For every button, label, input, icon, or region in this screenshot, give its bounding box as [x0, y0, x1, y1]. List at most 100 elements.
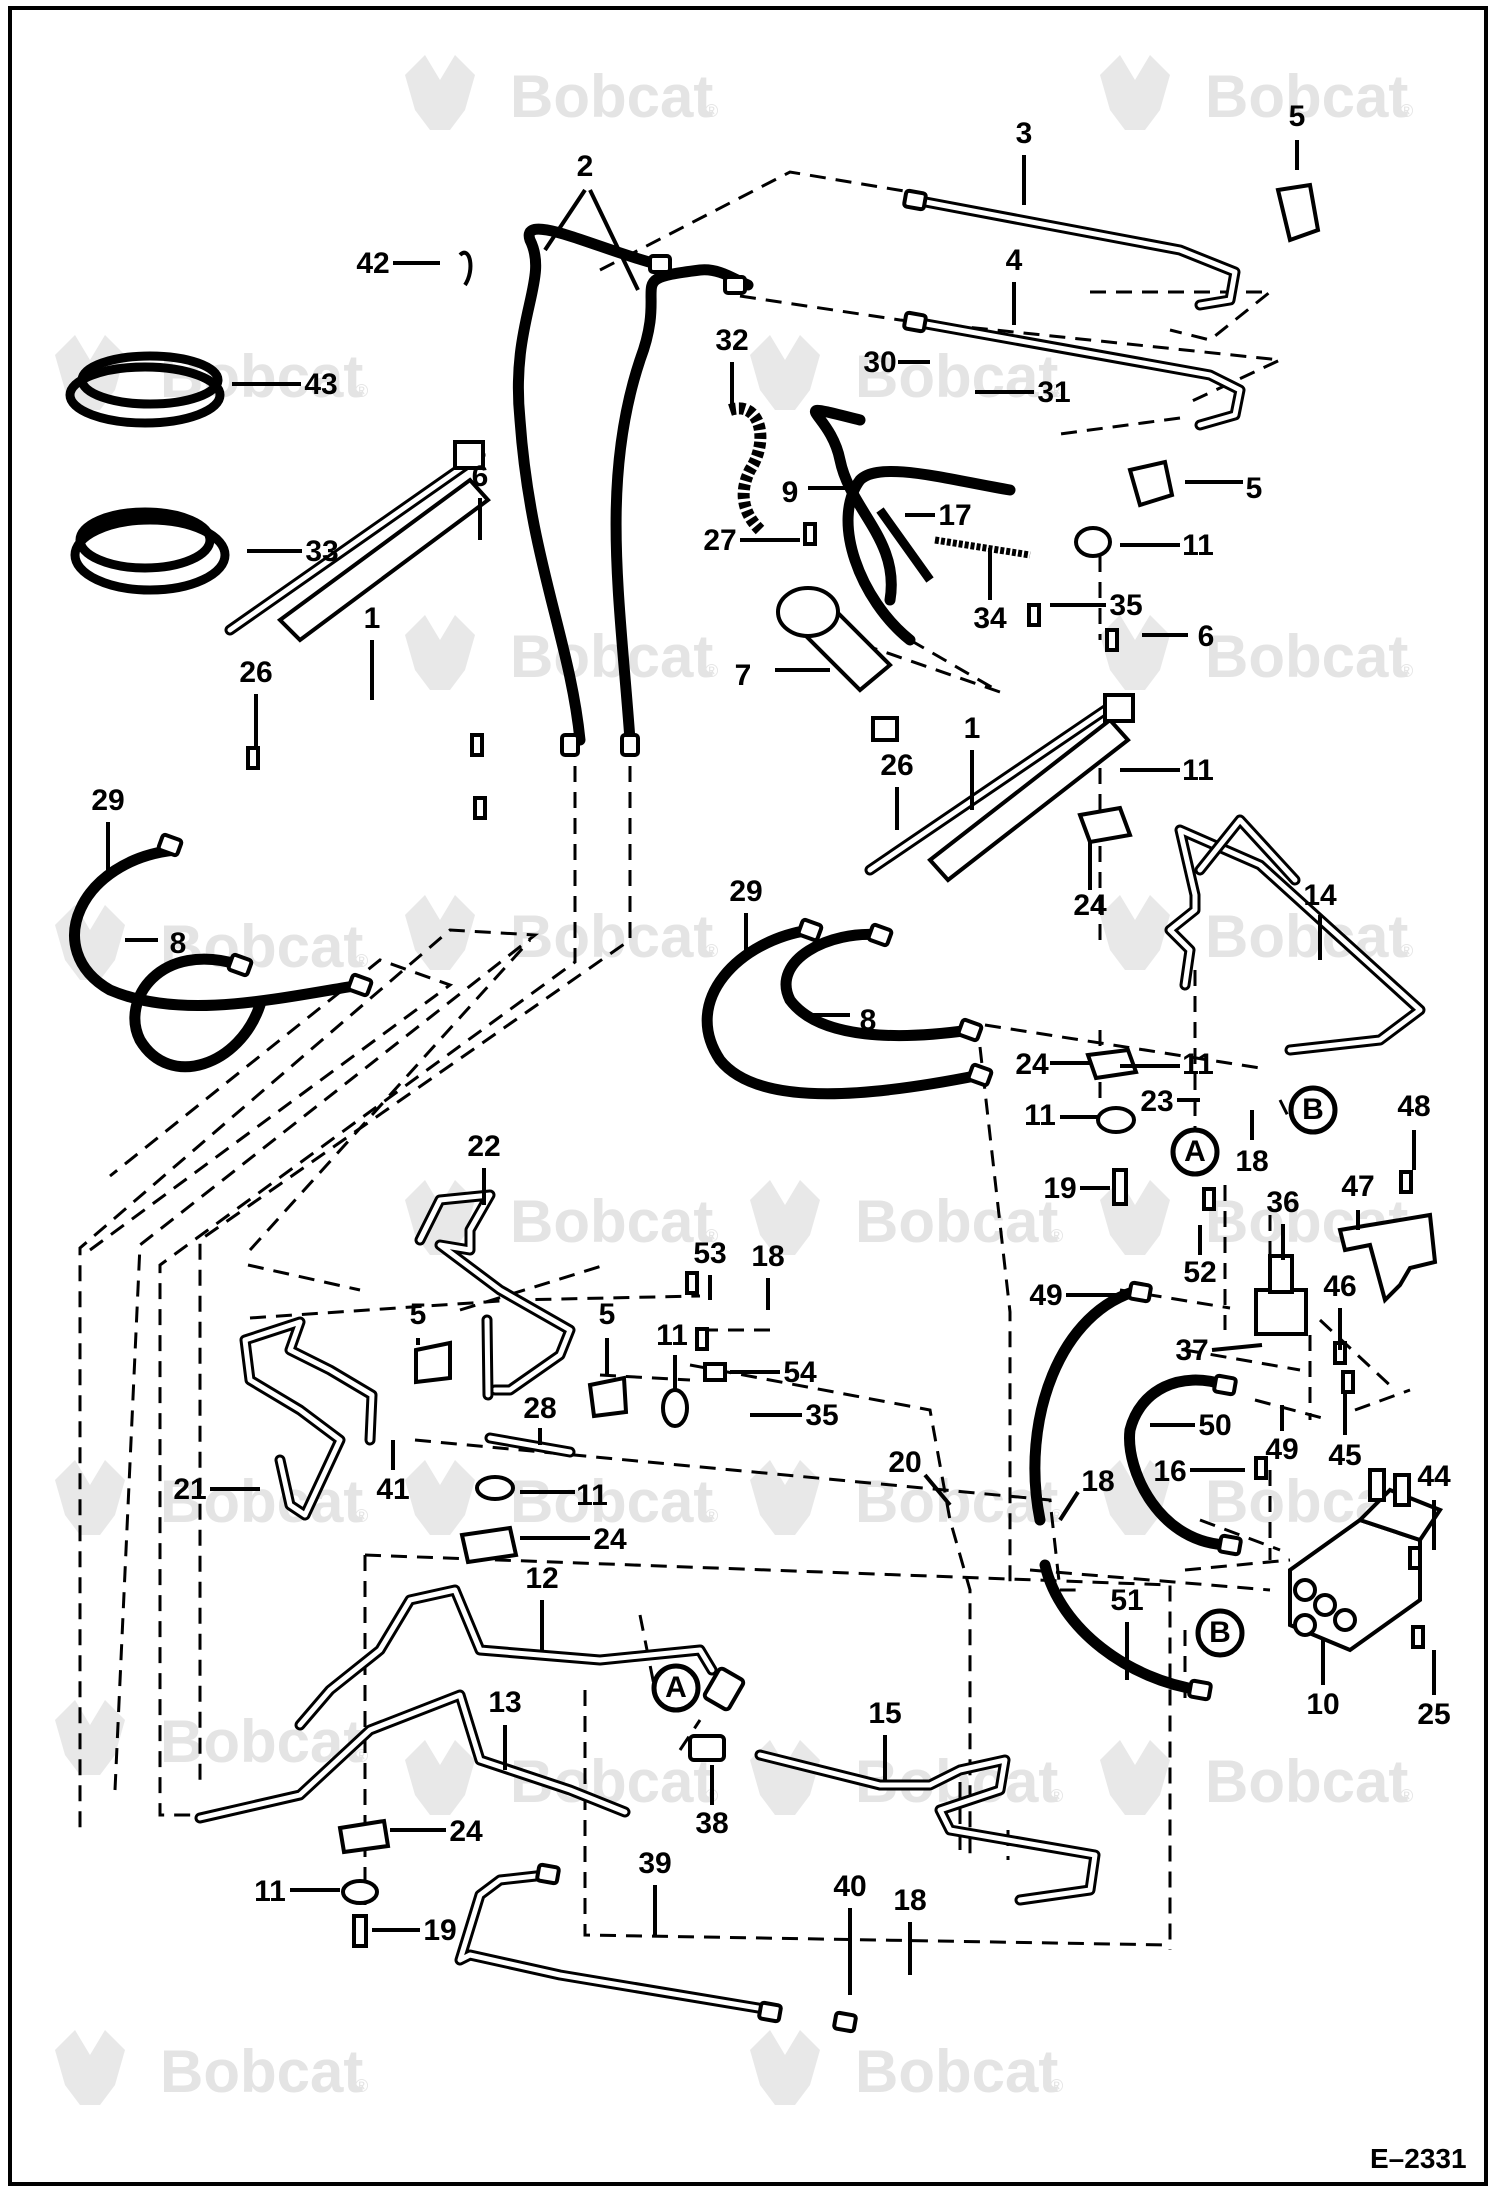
parts-layer [65, 182, 1444, 2034]
bobcat-logo-icon [1100, 1460, 1170, 1535]
dashed-connector [984, 1023, 1261, 1070]
hydraulic-cylinder-left [224, 449, 486, 636]
bobcat-logo-icon [55, 1700, 125, 1775]
tube-fill [484, 1317, 491, 1398]
hose-fitting [1217, 1533, 1243, 1557]
watermark: Bobcat® [750, 1740, 1063, 1815]
tube-13 [194, 1689, 631, 1824]
callout-label-2: 2 [577, 150, 594, 183]
tube-fill [242, 1319, 375, 1518]
bolt [695, 1327, 709, 1351]
callout-label-51: 51 [1110, 1584, 1143, 1617]
watermark: Bobcat® [55, 1700, 368, 1775]
hose-49 [1029, 1284, 1146, 1526]
bobcat-logo-icon [750, 2030, 820, 2105]
clamp-5-mid [587, 1375, 629, 1419]
dashed-connector [364, 1553, 1172, 1950]
watermark-brand: Bobcat [855, 1188, 1058, 1255]
tube-22 [414, 1189, 576, 1396]
tube-fill [912, 197, 1238, 308]
watermark-registered-mark: ® [705, 661, 718, 681]
callout-label-50: 50 [1198, 1409, 1231, 1442]
bobcat-logo-icon [1100, 1180, 1170, 1255]
tube-39 [454, 1869, 776, 2016]
tube-fill [1197, 817, 1298, 883]
bolt [803, 522, 817, 546]
bolt [1408, 1546, 1422, 1570]
watermark: Bobcat® [55, 2030, 368, 2105]
callout-label-25: 25 [1417, 1698, 1450, 1731]
watermark-registered-mark: ® [705, 1506, 718, 1526]
nut-54 [703, 1362, 727, 1382]
bolt [1411, 1625, 1425, 1649]
watermark-brand: Bobcat [855, 2038, 1058, 2105]
callout-label-5: 5 [599, 1298, 616, 1331]
hose-fitting [648, 254, 672, 274]
marker-circle [1195, 1608, 1245, 1658]
cylinder-body-left [276, 477, 491, 643]
watermark: Bobcat® [405, 895, 718, 970]
hose-fitting [966, 1062, 994, 1088]
watermark-brand: Bobcat [855, 343, 1058, 410]
dashed-connector [78, 928, 540, 1835]
rod-34 [934, 536, 1031, 559]
dashed-connector [198, 740, 632, 1780]
dashed-connector [247, 1263, 361, 1292]
hose-fitting [956, 1017, 984, 1043]
dashed-connector [1029, 1568, 1271, 1592]
callout-label-15: 15 [868, 1697, 901, 1730]
dashed-connector [978, 1046, 1012, 1590]
tube-14 [1164, 824, 1426, 1056]
callout-label-27: 27 [703, 524, 736, 557]
dashed-connector [1119, 1288, 1231, 1310]
clip-42 [458, 250, 473, 287]
hose-fitting [226, 952, 254, 978]
watermark-registered-mark: ® [1400, 661, 1413, 681]
callout-label-23: 23 [1140, 1085, 1173, 1118]
watermark: Bobcat® [405, 55, 718, 130]
callout-label-32: 32 [715, 324, 748, 357]
callout-label-41: 41 [376, 1473, 409, 1506]
callout-label-26: 26 [239, 656, 272, 689]
dashed-connector [1184, 1558, 1291, 1572]
watermark: Bobcat® [1100, 55, 1413, 130]
hose-fitting [156, 832, 184, 858]
callout-label-40: 40 [833, 1870, 866, 1903]
tube-4 [909, 316, 1246, 431]
watermark-brand: Bobcat [160, 2038, 363, 2105]
tube-14-upper [1194, 814, 1301, 886]
callout-label-8: 8 [860, 1004, 877, 1037]
bobcat-logo-icon [405, 1460, 475, 1535]
tube-3 [909, 194, 1241, 311]
watermark-brand: Bobcat [1205, 63, 1408, 130]
watermark: Bobcat® [750, 2030, 1063, 2105]
callout-label-18: 18 [1081, 1465, 1114, 1498]
callout-label-6: 6 [1198, 620, 1215, 653]
callout-label-43: 43 [304, 368, 337, 401]
watermark-brand: Bobcat [1205, 1748, 1408, 1815]
bobcat-logo-icon [405, 55, 475, 130]
hose-29-right [701, 924, 986, 1100]
callout-label-18: 18 [751, 1240, 784, 1273]
bolt [1105, 628, 1119, 652]
accumulator-clamp [871, 716, 899, 742]
valve-port [1293, 1613, 1317, 1637]
dashed-connector [414, 1438, 1085, 1592]
hose-fitting [1212, 1373, 1238, 1397]
dashed-connector [599, 1373, 691, 1382]
watermark-registered-mark: ® [1050, 1786, 1063, 1806]
clamp-24-bottom [337, 1818, 391, 1855]
watermark-brand: Bobcat [510, 903, 713, 970]
leader-line [1058, 1490, 1080, 1522]
hose-fitting [902, 188, 928, 212]
callout-label-24: 24 [449, 1815, 483, 1848]
spiral-guard [728, 402, 767, 535]
dashed-connector [1059, 416, 1181, 436]
hose-fitting [796, 917, 824, 943]
watermark-registered-mark: ® [1400, 101, 1413, 121]
bracket-47 [1337, 1212, 1438, 1304]
marker-circle [1170, 1127, 1220, 1177]
dashed-connector [248, 938, 532, 1252]
callout-label-11: 11 [576, 1479, 608, 1512]
